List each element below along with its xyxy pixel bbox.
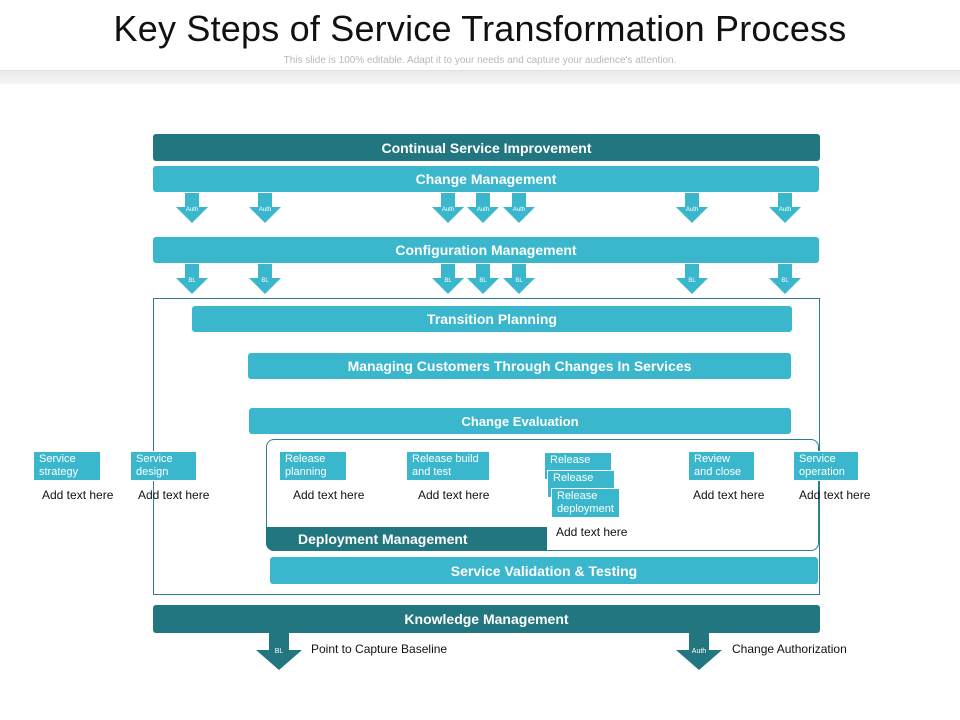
- page-subtitle: This slide is 100% editable. Adapt it to…: [283, 55, 677, 66]
- step-service-design: Service design: [130, 451, 197, 481]
- authorization-legend-arrow: Auth: [676, 632, 722, 670]
- auth-arrow: Auth: [432, 193, 464, 223]
- step-service-design-note: Add text here: [138, 488, 210, 502]
- step-review-close-note: Add text here: [693, 488, 765, 502]
- auth-arrow: Auth: [249, 193, 281, 223]
- auth-arrow: Auth: [676, 193, 708, 223]
- auth-arrow-label: Auth: [441, 207, 455, 213]
- baseline-arrow-label: BL: [444, 278, 452, 284]
- baseline-arrow-label: BL: [781, 278, 789, 284]
- change-evaluation-bar: Change Evaluation: [249, 408, 791, 434]
- deployment-management-bar: Deployment Management: [266, 527, 547, 551]
- auth-arrow: Auth: [467, 193, 499, 223]
- auth-arrow-label: Auth: [185, 207, 199, 213]
- configuration-management-bar: Configuration Management: [153, 237, 819, 263]
- baseline-arrow: BL: [176, 264, 208, 294]
- baseline-arrow: BL: [249, 264, 281, 294]
- legend-baseline-text: Point to Capture Baseline: [311, 642, 448, 656]
- baseline-arrow: BL: [467, 264, 499, 294]
- continual-service-improvement-bar: Continual Service Improvement: [153, 134, 820, 161]
- step-review-close: Review and close: [688, 451, 755, 481]
- baseline-arrow: BL: [432, 264, 464, 294]
- baseline-arrow-label: BL: [688, 278, 696, 284]
- step-service-operation-note: Add text here: [799, 488, 871, 502]
- auth-arrow-label: Auth: [685, 207, 699, 213]
- step-service-strategy-note: Add text here: [42, 488, 114, 502]
- transition-planning-bar: Transition Planning: [192, 306, 792, 332]
- knowledge-management-bar: Knowledge Management: [153, 605, 820, 633]
- step-release-deployment: Release deployment: [551, 488, 620, 518]
- legend-authorization-text: Change Authorization: [732, 642, 847, 656]
- auth-arrow: Auth: [176, 193, 208, 223]
- auth-arrow-label: Auth: [512, 207, 526, 213]
- baseline-arrow-label: BL: [188, 278, 196, 284]
- step-release-build-test-note: Add text here: [418, 488, 490, 502]
- baseline-arrow-label: BL: [479, 278, 487, 284]
- page-title: Key Steps of Service Transformation Proc…: [113, 8, 847, 49]
- step-service-operation: Service operation: [793, 451, 859, 481]
- service-validation-bar: Service Validation & Testing: [270, 557, 818, 584]
- step-service-strategy: Service strategy: [33, 451, 101, 481]
- baseline-arrow-label: BL: [261, 278, 269, 284]
- step-release-build-test: Release build and test: [406, 451, 490, 481]
- step-release-deployment-note: Add text here: [556, 525, 628, 539]
- step-release-planning-note: Add text here: [293, 488, 365, 502]
- auth-arrow: Auth: [769, 193, 801, 223]
- baseline-arrow: BL: [503, 264, 535, 294]
- header-band: [0, 70, 960, 84]
- auth-arrow: Auth: [503, 193, 535, 223]
- baseline-legend-arrow-label: BL: [274, 648, 284, 655]
- change-management-bar: Change Management: [153, 166, 819, 192]
- auth-arrow-label: Auth: [258, 207, 272, 213]
- auth-arrow-label: Auth: [476, 207, 490, 213]
- transition-frame: [153, 298, 820, 595]
- managing-customers-bar: Managing Customers Through Changes In Se…: [248, 353, 791, 379]
- baseline-arrow-label: BL: [515, 278, 523, 284]
- step-release-planning: Release planning: [279, 451, 347, 481]
- baseline-arrow: BL: [676, 264, 708, 294]
- auth-arrow-label: Auth: [778, 207, 792, 213]
- baseline-legend-arrow: BL: [256, 632, 302, 670]
- baseline-arrow: BL: [769, 264, 801, 294]
- authorization-legend-arrow-label: Auth: [691, 648, 707, 655]
